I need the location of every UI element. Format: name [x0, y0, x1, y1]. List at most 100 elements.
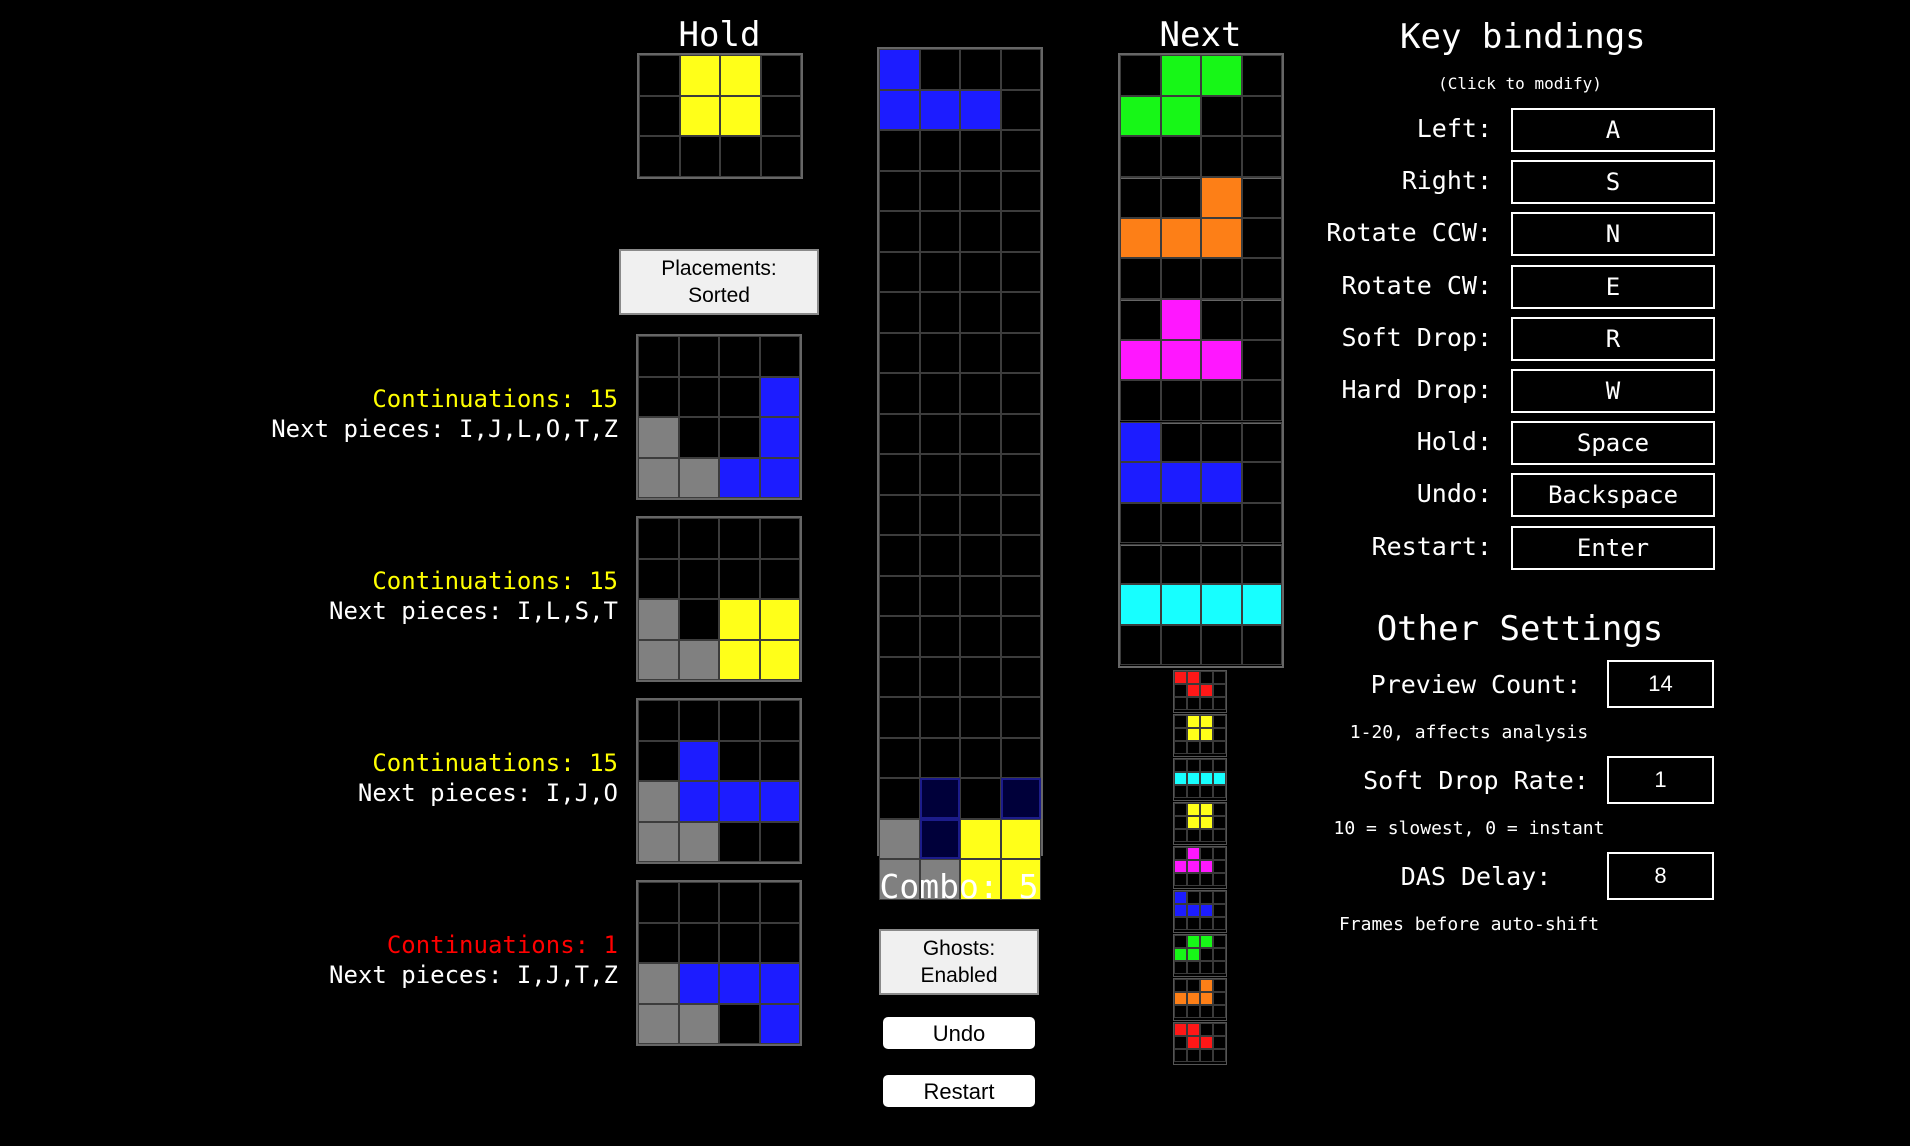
mini-cell-filled [1200, 803, 1213, 816]
mini-cell-empty [1174, 803, 1187, 816]
board-cell-empty [960, 454, 1001, 495]
next-cell-empty [1160, 258, 1201, 299]
board-cell-filled [919, 859, 960, 900]
mini-preview [1173, 978, 1227, 1021]
board-cell-empty [919, 697, 960, 738]
analysis-cell-empty [719, 417, 760, 458]
mini-cell-empty [1187, 961, 1200, 974]
analysis-cell-empty [759, 882, 800, 923]
next-cell-empty [1160, 380, 1201, 421]
next-cell-filled [1160, 584, 1201, 625]
hold-cell-filled [679, 95, 720, 136]
undo-button[interactable]: Undo [883, 1017, 1035, 1049]
board-cell-empty [919, 656, 960, 697]
key-binding-label: Rotate CCW: [1326, 218, 1492, 248]
analysis-cell-filled [678, 740, 719, 781]
analysis-grid[interactable] [636, 698, 802, 864]
key-binding-button[interactable]: E [1511, 264, 1715, 309]
ghosts-toggle-button[interactable]: Ghosts: Enabled [879, 929, 1039, 995]
mini-preview [1173, 758, 1227, 801]
mini-cell-empty [1213, 715, 1226, 728]
board-cell-filled [879, 818, 920, 859]
next-cell-filled [1120, 584, 1161, 625]
board-cell-filled [919, 778, 960, 819]
mini-cell-empty [1200, 917, 1213, 930]
board-cell-empty [1000, 535, 1041, 576]
mini-cell-filled [1200, 728, 1213, 741]
next-cell-empty [1120, 55, 1161, 96]
mini-cell-empty [1200, 1023, 1213, 1036]
key-binding-button[interactable]: S [1511, 160, 1715, 205]
next-cell-empty [1120, 624, 1161, 666]
setting-input[interactable] [1607, 852, 1714, 900]
next-cell-empty [1241, 136, 1282, 177]
hold-cell-filled [720, 55, 761, 96]
restart-button[interactable]: Restart [883, 1075, 1035, 1107]
mini-cell-empty [1213, 992, 1226, 1005]
analysis-cell-filled [719, 599, 760, 640]
next-cell-empty [1241, 339, 1282, 381]
key-binding-button[interactable]: A [1511, 108, 1715, 152]
board-cell-empty [1000, 49, 1041, 90]
key-binding-button[interactable]: R [1511, 316, 1715, 361]
next-cell-empty [1120, 136, 1161, 177]
mini-cell-filled [1187, 904, 1200, 917]
mini-preview [1173, 670, 1227, 713]
analysis-grid[interactable] [636, 880, 802, 1046]
analysis-cell-empty [678, 558, 719, 599]
setting-hint: Frames before auto-shift [1338, 914, 1600, 935]
mini-cell-filled [1174, 860, 1187, 873]
key-binding-label: Rotate CW: [1341, 270, 1492, 300]
mini-cell-empty [1200, 759, 1213, 772]
next-cell-filled [1201, 584, 1242, 625]
mini-cell-filled [1200, 935, 1213, 948]
mini-cell-empty [1213, 979, 1226, 992]
board-cell-empty [1000, 575, 1041, 616]
mini-cell-filled [1187, 803, 1200, 816]
mini-cell-filled [1200, 816, 1213, 829]
mini-cell-empty [1187, 741, 1200, 754]
key-binding-button[interactable]: Backspace [1511, 473, 1715, 518]
key-binding-button[interactable]: Enter [1511, 525, 1715, 570]
placements-sort-button[interactable]: Placements: Sorted [619, 249, 819, 315]
mini-cell-empty [1213, 935, 1226, 948]
mini-cell-empty [1213, 961, 1226, 974]
analysis-grid[interactable] [636, 334, 802, 500]
next-pieces-list: Next pieces: I,J,O [357, 779, 618, 807]
mini-cell-empty [1200, 671, 1213, 684]
analysis-cell-empty [719, 518, 760, 559]
mini-cell-filled [1200, 715, 1213, 728]
board-cell-empty [1000, 89, 1041, 130]
next-pieces-list: Next pieces: I,J,L,O,T,Z [271, 415, 618, 443]
next-cell-empty [1160, 543, 1201, 585]
board-cell-empty [879, 575, 920, 616]
next-cell-empty [1201, 502, 1242, 544]
mini-cell-empty [1174, 829, 1187, 842]
board-cell-filled [1000, 778, 1041, 819]
mini-cell-empty [1213, 759, 1226, 772]
setting-input[interactable] [1607, 660, 1714, 708]
mini-cell-empty [1187, 785, 1200, 798]
board-cell-empty [879, 332, 920, 373]
mini-cell-empty [1174, 935, 1187, 948]
key-binding-button[interactable]: Space [1511, 421, 1715, 466]
key-binding-button[interactable]: W [1511, 369, 1715, 413]
board-cell-empty [960, 373, 1001, 414]
hold-cell-empty [760, 55, 801, 96]
mini-cell-filled [1174, 948, 1187, 961]
analysis-cell-empty [678, 417, 719, 458]
analysis-cell-empty [759, 518, 800, 559]
analysis-grid[interactable] [636, 516, 802, 682]
hold-cell-empty [760, 95, 801, 136]
mini-cell-empty [1213, 816, 1226, 829]
next-cell-empty [1160, 624, 1201, 666]
mini-cell-filled [1200, 860, 1213, 873]
key-binding-label: Restart: [1371, 531, 1492, 561]
mini-cell-filled [1213, 772, 1226, 785]
game-board [877, 47, 1043, 900]
other-settings-title: Other Settings [1376, 609, 1664, 649]
key-binding-button[interactable]: N [1511, 212, 1715, 257]
setting-input[interactable] [1607, 756, 1714, 804]
board-cell-empty [1000, 413, 1041, 454]
